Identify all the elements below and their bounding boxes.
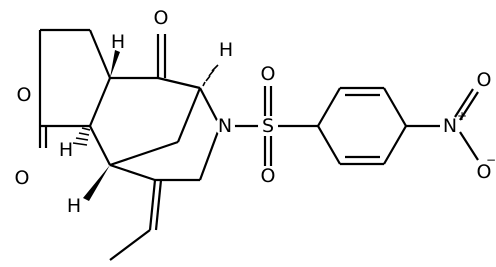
ring-nitrogen-label: N	[218, 115, 232, 137]
hash-bond	[72, 127, 91, 146]
sulfur-label: S	[262, 115, 274, 137]
lactone-oxygen-label: O	[15, 167, 30, 189]
bond	[199, 87, 221, 127]
bond	[109, 140, 179, 167]
hydrogen-bottom-left-label: H	[67, 195, 81, 217]
hydrogen-top-left-label: H	[111, 31, 125, 53]
bond	[459, 91, 479, 121]
nitro-nitrogen-label: N	[443, 115, 457, 137]
bond	[109, 163, 156, 182]
bond	[88, 29, 112, 79]
wedge-bond	[110, 50, 120, 78]
bond	[383, 87, 407, 127]
nitro-plus-charge: +	[457, 109, 467, 123]
wedge-bond	[83, 165, 110, 201]
bond	[459, 131, 479, 161]
bond	[198, 125, 222, 181]
bond	[157, 76, 201, 90]
bond	[317, 125, 341, 165]
sulfonyl-oxygen-top-label: O	[261, 63, 276, 85]
ring-oxygen-label: O	[17, 84, 32, 106]
stereo-bonds	[72, 50, 219, 201]
hash-bond	[202, 64, 219, 87]
bond	[109, 229, 151, 261]
bond	[383, 125, 407, 165]
hydrogen-ring-fusion-label: H	[59, 139, 73, 161]
bond	[88, 77, 112, 127]
nitro-oxygen-bottom-label: O	[477, 161, 492, 183]
hydrogen-top-right-label: H	[219, 39, 233, 61]
nitro-minus-charge: −	[486, 153, 496, 167]
bond	[317, 87, 341, 127]
bond	[454, 88, 474, 118]
sulfonyl-oxygen-bottom-label: O	[261, 165, 276, 187]
atom-labels: O O O N S O O N + O O − H H H H	[12, 7, 496, 217]
nitro-oxygen-top-label: O	[477, 69, 492, 91]
bond	[89, 125, 111, 166]
bond	[154, 179, 163, 231]
bond	[176, 87, 202, 143]
bonds	[38, 28, 479, 261]
bond	[148, 179, 157, 231]
ketone-oxygen-label: O	[154, 7, 169, 29]
